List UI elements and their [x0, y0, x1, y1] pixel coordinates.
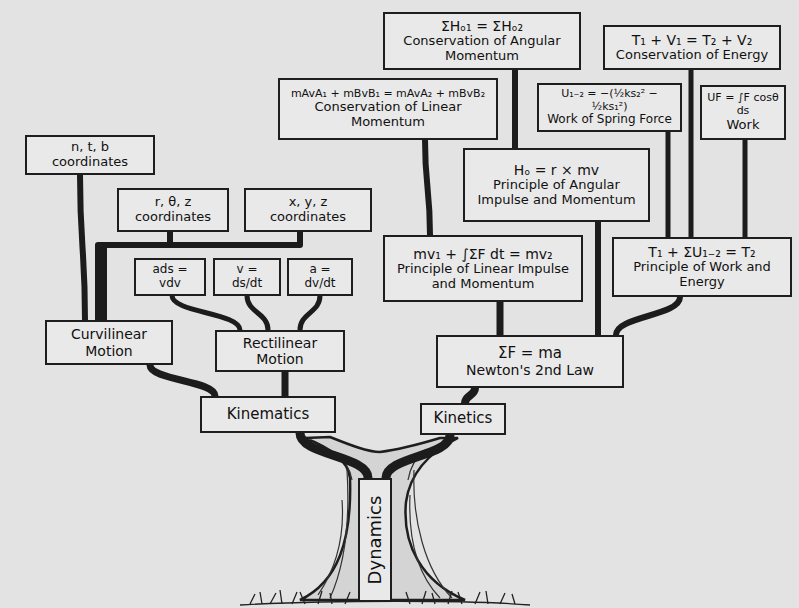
box-heading: x, y, z coordinates [251, 195, 365, 225]
tree-branch [172, 296, 240, 330]
box-heading: Dynamics [365, 496, 386, 585]
box-heading: Rectilinear Motion [222, 335, 338, 367]
tree-branch [80, 175, 85, 320]
box-heading: r, θ, z coordinates [124, 195, 222, 225]
box-heading: Curvilinear Motion [52, 326, 166, 358]
concept-box: ads = vdv [134, 258, 206, 296]
concept-box: v = ds/dt [213, 258, 281, 296]
box-text: Conservation of Energy [616, 48, 768, 63]
concept-box: U₁₋₂ = −(½ks₂² − ½ks₁²)Work of Spring Fo… [537, 83, 682, 132]
tree-branch [300, 433, 368, 478]
concept-box: T₁ + ΣU₁₋₂ = T₂Principle of Work and Ene… [612, 237, 792, 297]
concept-box: r, θ, z coordinates [117, 188, 229, 232]
box-text: Newton's 2nd Law [466, 362, 594, 378]
concept-box: Kinematics [200, 396, 336, 433]
tree-branch [465, 388, 475, 403]
tree-branch [282, 372, 289, 396]
concept-box: n, t, b coordinates [25, 135, 155, 175]
box-text: Principle of Linear Impulse and Momentum [390, 262, 576, 292]
concept-box: mAvA₁ + mBvB₁ = mAvA₂ + mBvB₂Conservatio… [278, 78, 498, 140]
box-text: Work of Spring Force [547, 113, 672, 127]
box-heading: Hₒ = r × mv [514, 162, 599, 178]
box-text: Conservation of Angular Momentum [390, 34, 574, 64]
tree-branch [386, 435, 450, 478]
concept-box: mv₁ + ∫ΣF dt = mv₂Principle of Linear Im… [383, 235, 583, 302]
concept-box: T₁ + V₁ = T₂ + V₂Conservation of Energy [603, 25, 781, 70]
tree-branch [616, 297, 680, 335]
tree-branch [425, 140, 430, 235]
concept-box: ΣF = maNewton's 2nd Law [436, 335, 624, 388]
box-heading: mv₁ + ∫ΣF dt = mv₂ [413, 246, 552, 262]
tree-branch [743, 140, 748, 237]
box-heading: T₁ + ΣU₁₋₂ = T₂ [648, 244, 755, 260]
box-heading: Kinematics [227, 406, 310, 423]
box-heading: T₁ + V₁ = T₂ + V₂ [632, 32, 753, 48]
concept-box: ΣHₒ₁ = ΣHₒ₂Conservation of Angular Momen… [383, 12, 581, 70]
concept-box: UF = ∫F cosθ dsWork [700, 85, 786, 140]
trunk-outline [300, 437, 465, 600]
tree-branch [300, 296, 320, 330]
tree-branch [247, 296, 268, 330]
box-heading: n, t, b coordinates [32, 140, 148, 170]
tree-branch [666, 132, 671, 237]
tree-branch [595, 222, 601, 335]
box-heading: v = ds/dt [220, 263, 274, 291]
concept-box: x, y, z coordinates [244, 188, 372, 232]
tree-branch [512, 70, 518, 148]
concept-box: Kinetics [420, 403, 506, 435]
box-text: Work [727, 118, 760, 133]
tree-branch [689, 70, 694, 237]
concept-box: Curvilinear Motion [45, 320, 173, 365]
box-heading: a = dv/dt [294, 263, 346, 291]
concept-box: Hₒ = r × mvPrinciple of Angular Impulse … [463, 148, 650, 222]
box-text: Principle of Angular Impulse and Momentu… [470, 178, 643, 208]
box-text: Conservation of Linear Momentum [285, 100, 491, 130]
box-heading: U₁₋₂ = −(½ks₂² − ½ks₁²) [544, 88, 675, 113]
box-text: Principle of Work and Energy [619, 260, 785, 290]
tree-branch [497, 302, 504, 335]
box-heading: Kinetics [434, 410, 493, 427]
box-heading: mAvA₁ + mBvB₁ = mAvA₂ + mBvB₂ [291, 88, 485, 101]
concept-box: a = dv/dt [287, 258, 353, 296]
tree-branch [104, 232, 300, 320]
box-heading: ads = vdv [141, 263, 199, 291]
box-heading: UF = ∫F cosθ ds [707, 92, 779, 117]
trunk-label-box: Dynamics [358, 478, 392, 602]
tree-branch [150, 365, 215, 396]
box-heading: ΣF = ma [498, 345, 562, 362]
concept-box: Rectilinear Motion [215, 330, 345, 372]
box-heading: ΣHₒ₁ = ΣHₒ₂ [441, 18, 523, 34]
